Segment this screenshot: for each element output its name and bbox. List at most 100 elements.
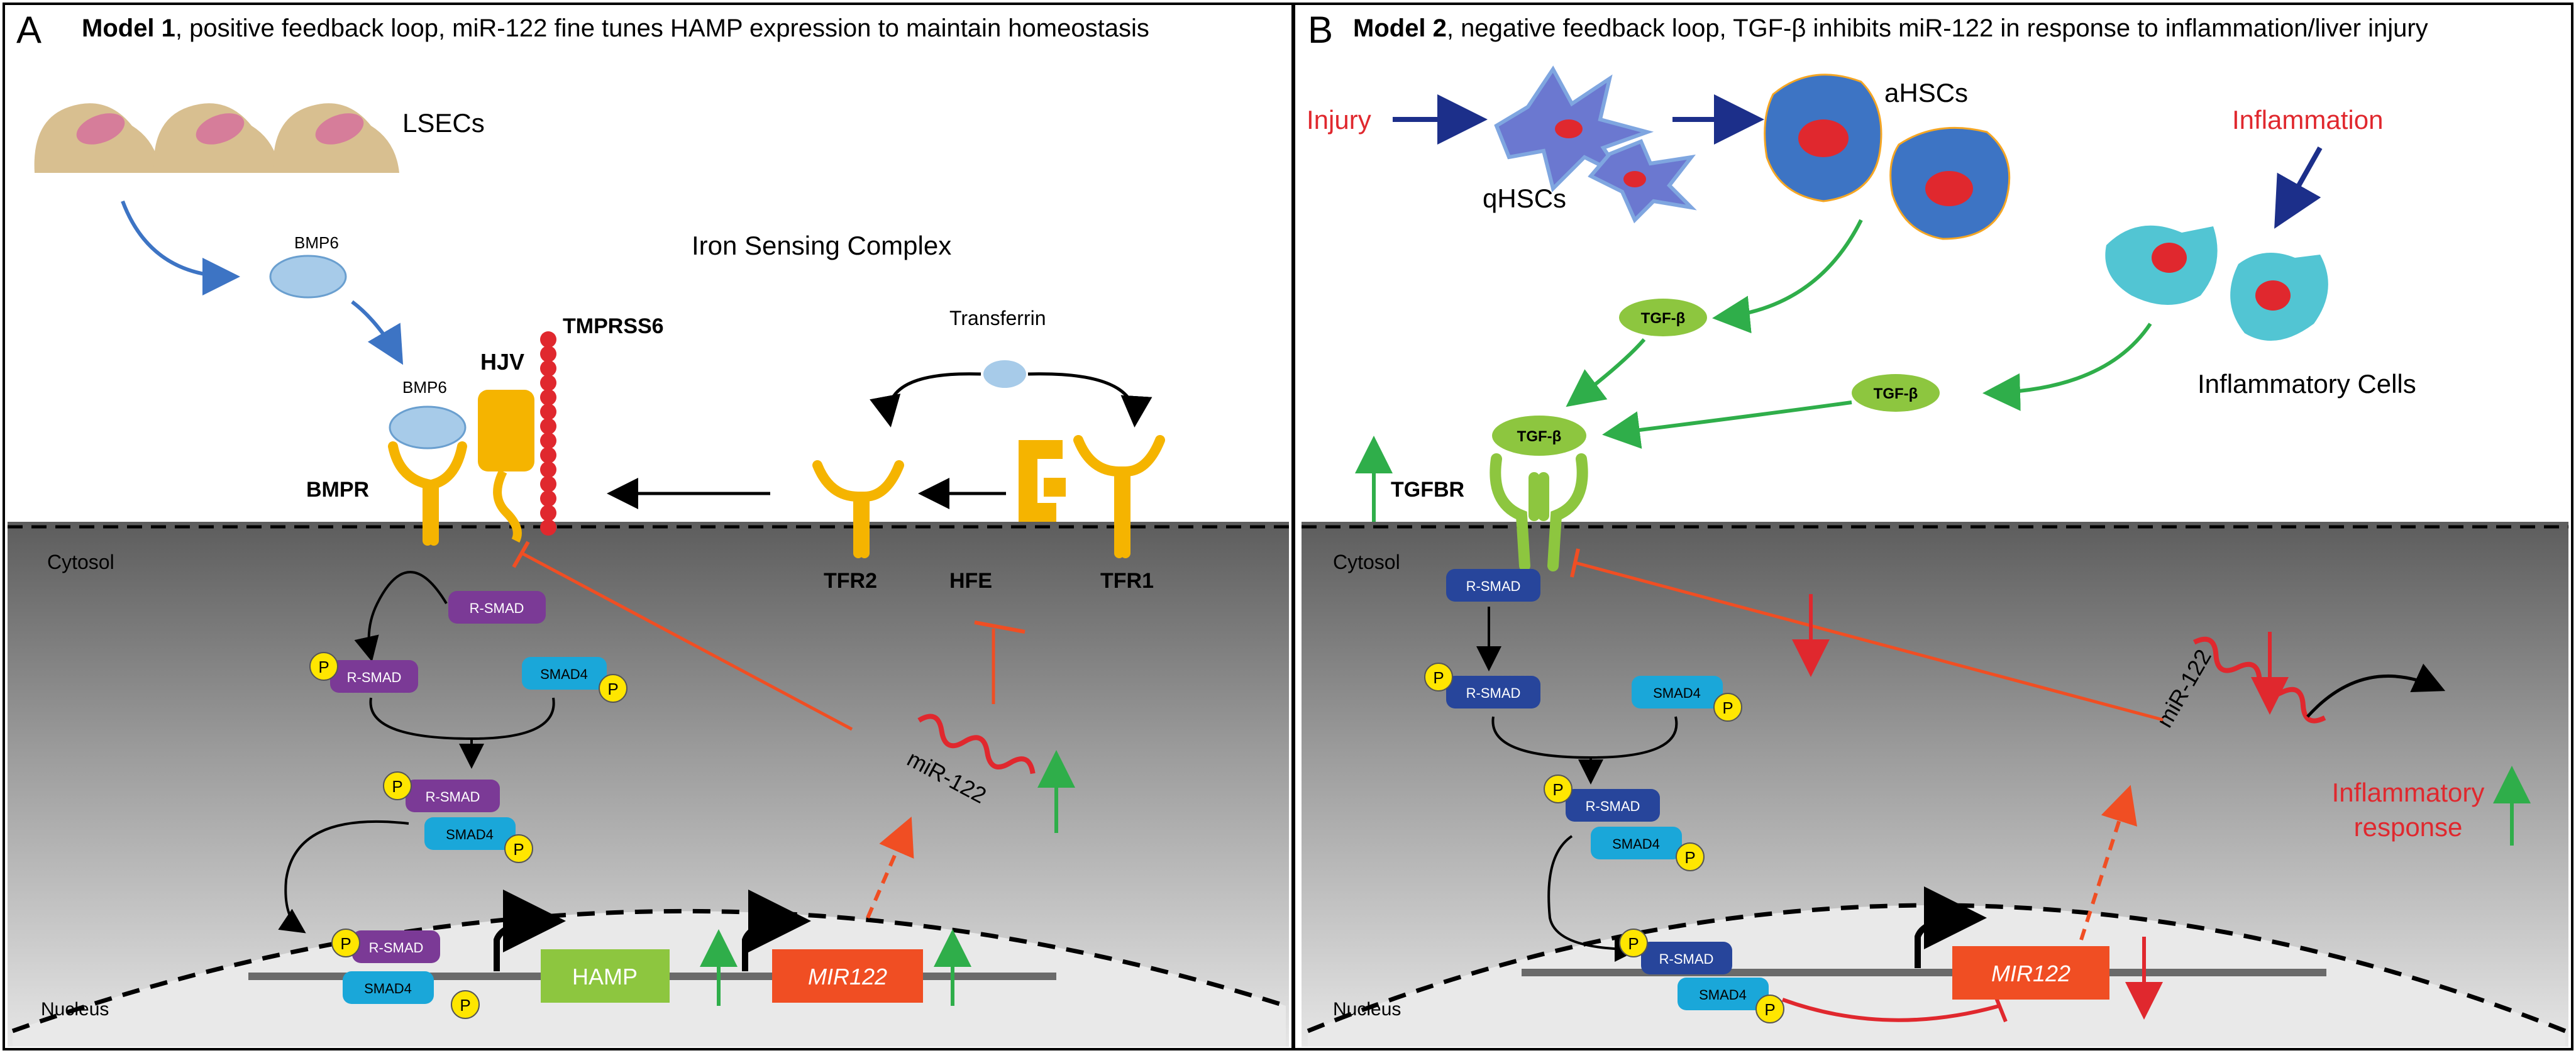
tgfb-bound: [1492, 416, 1586, 456]
mir122-transcription-arrow: [742, 890, 811, 971]
phospho-4: [504, 834, 533, 863]
mir122-inhibit-complex: [521, 551, 853, 731]
tfr2-label: TFR2: [824, 569, 877, 593]
rsmad-b1-label: R-SMAD: [1466, 578, 1521, 594]
mir122-gene-b: [1952, 946, 2109, 1000]
nuclear-import-arrow-b: [1547, 835, 1640, 962]
smad4-2: [424, 817, 516, 850]
mir122-production-arrow: [866, 816, 914, 919]
complex-join-arrow: [369, 697, 555, 764]
tgfb-bound-label: TGF-β: [1517, 428, 1562, 445]
panel-a: A Model 1, positive feedback loop, miR-1…: [8, 9, 1289, 1047]
lsecs-label: LSECs: [402, 108, 485, 138]
smad4-b3: [1678, 978, 1769, 1010]
phospho-1: [309, 652, 338, 681]
transferrin-arrow-left: [870, 372, 981, 427]
bmp6-bound-label: BMP6: [402, 378, 447, 397]
panel-b-title: Model 2, negative feedback loop, TGF-β i…: [1353, 14, 2428, 42]
cytosol-label: Cytosol: [47, 551, 114, 573]
hamp-transcription-arrow: [494, 890, 566, 971]
tmprss6-label: TMPRSS6: [563, 314, 664, 338]
phospho-3: [383, 771, 412, 800]
tmprss6-chain: [540, 331, 556, 536]
phospho-3-label: P: [392, 777, 402, 796]
hfe-label: HFE: [949, 569, 992, 593]
hamp-gene: [541, 949, 670, 1003]
phospho-b5: [1619, 929, 1648, 957]
hjv-stem: [493, 469, 522, 543]
hjv-protein: [478, 390, 534, 471]
lsec-arrow: [121, 200, 240, 295]
mir122-rna: [917, 714, 1036, 775]
nuclear-membrane: [11, 908, 1287, 1034]
rsmad-1-label: R-SMAD: [470, 600, 524, 616]
mir122-gene: [772, 949, 923, 1003]
transferrin-label: Transferrin: [949, 307, 1046, 329]
bmp6-label-free: BMP6: [294, 233, 339, 252]
panel-a-letter: A: [16, 9, 41, 51]
tgfbr-label: TGFBR: [1391, 478, 1464, 502]
panel-b: B Model 2, negative feedback loop, TGF-β…: [1302, 9, 2568, 1047]
phospho-b4: [1676, 842, 1705, 871]
hjv-label: HJV: [480, 349, 524, 375]
tgfb-1-label: TGF-β: [1641, 310, 1686, 327]
phospho-b2-label: P: [1722, 698, 1733, 717]
phospho-b4-label: P: [1684, 848, 1695, 867]
rsmad-b4: [1641, 942, 1732, 974]
ahsc-tgfb-arrow: [1712, 219, 1863, 334]
mir122-inhibit-bar-1: [512, 541, 530, 568]
rsmad-b2-label: R-SMAD: [1466, 685, 1521, 701]
phospho-b6: [1755, 995, 1784, 1023]
smad4-1-label: SMAD4: [540, 666, 588, 682]
phospho-b2: [1713, 693, 1742, 722]
mir122-inhibit-tgfbr: [1574, 561, 2164, 722]
smad4-b2-label: SMAD4: [1612, 836, 1660, 852]
bmp6-arrow: [351, 300, 404, 365]
rsmad-b3: [1566, 789, 1660, 822]
rsmad-2: [330, 660, 418, 693]
smad4-2-label: SMAD4: [446, 827, 494, 842]
tgfb-2-label: TGF-β: [1874, 385, 1918, 402]
rsmad-2-label: R-SMAD: [347, 670, 402, 685]
rsmad-b1: [1446, 569, 1540, 602]
phospho-b1-label: P: [1433, 668, 1444, 687]
inflcell-tgfb-arrow: [1982, 323, 2152, 411]
phospho-b6-label: P: [1764, 1000, 1775, 1019]
phospho-b5-label: P: [1628, 934, 1639, 953]
mir122-gene-b-label: MIR122: [1991, 961, 2070, 986]
smad4-b2: [1591, 827, 1682, 859]
bmpr-label: BMPR: [306, 478, 369, 502]
rsmad-4: [352, 930, 440, 963]
nucleus-label-b: Nucleus: [1333, 999, 1401, 1020]
phospho-1-label: P: [318, 658, 329, 676]
mir122-transcription-arrow-b: [1915, 886, 1987, 968]
tgfbr-receptor: [1490, 453, 1588, 571]
smad4-b3-label: SMAD4: [1699, 987, 1747, 1003]
mir122-production-arrow-b: [2079, 785, 2137, 940]
phospho-6-label: P: [460, 996, 470, 1015]
panel-a-title: Model 1, positive feedback loop, miR-122…: [82, 14, 1149, 42]
mir122-inhibit-bar-b: [1570, 548, 1580, 578]
ahsc-cells: [1764, 74, 2011, 240]
phospho-2: [599, 674, 627, 703]
phospho-5-label: P: [340, 934, 351, 953]
ahscs-label: aHSCs: [1884, 78, 1968, 108]
rsmad-b4-label: R-SMAD: [1659, 951, 1714, 967]
phospho-4-label: P: [513, 840, 524, 859]
tgfb-1: [1619, 299, 1707, 336]
rsmad-3-label: R-SMAD: [426, 789, 480, 805]
tgfb2-receptor-arrow: [1602, 400, 1852, 449]
mir122-gene-label: MIR122: [808, 964, 887, 990]
panel-b-letter: B: [1308, 9, 1333, 51]
nucleus-label: Nucleus: [41, 999, 109, 1020]
smad4-3: [343, 971, 434, 1004]
inflammation-label: Inflammation: [2232, 105, 2383, 135]
response-label-1: Inflammatory: [2332, 778, 2485, 807]
inflammatory-cells-label: Inflammatory Cells: [2197, 369, 2416, 399]
phospho-b3-label: P: [1552, 780, 1563, 799]
tfr1-label: TFR1: [1100, 569, 1154, 593]
transferrin: [983, 360, 1026, 388]
rsmad-phos-arrow: [354, 571, 448, 662]
transferrin-arrow-right: [1027, 372, 1153, 427]
